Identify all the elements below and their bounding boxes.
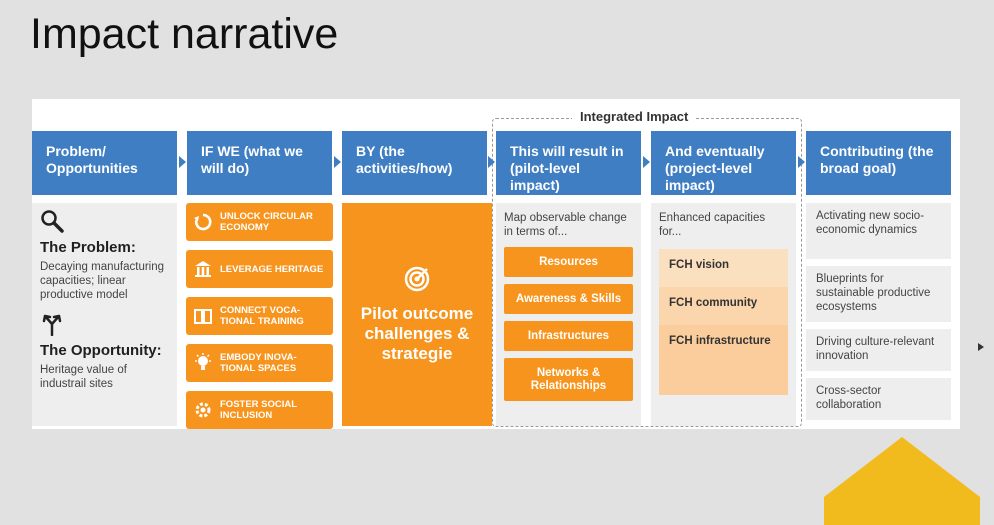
goal-item: Cross-sector collaboration xyxy=(806,378,951,420)
header-eventually: And eventually (project-level impact) xyxy=(651,131,796,195)
arrow-icon xyxy=(798,156,805,168)
goal-item: Activating new socio-economic dynamics xyxy=(806,203,951,259)
goal-item: Driving culture-relevant innovation xyxy=(806,329,951,371)
result-item: Networks & Relationships xyxy=(504,358,633,401)
opportunity-text: Heritage value of industrail sites xyxy=(40,364,127,390)
opportunity-title: The Opportunity: xyxy=(40,342,162,359)
action-item: CONNECT VOCA- TIONAL TRAINING xyxy=(186,297,333,335)
pilot-impact-panel: Map observable change in terms of... Res… xyxy=(496,203,641,426)
action-list: UNLOCK CIRCULAR ECONOMY LEVERAGE HERITAG… xyxy=(186,203,333,438)
problem-panel: The Problem: Decaying manufacturing capa… xyxy=(32,203,177,426)
book-icon xyxy=(192,305,214,327)
header-problem: Problem/ Opportunities xyxy=(32,131,177,195)
target-icon xyxy=(403,265,431,298)
fch-item: FCH infrastructure xyxy=(659,325,788,395)
result-intro: Map observable change in terms of... xyxy=(504,212,627,238)
action-item: LEVERAGE HERITAGE xyxy=(186,250,333,288)
decorative-pentagon xyxy=(824,437,980,525)
header-if-we: IF WE (what we will do) xyxy=(187,131,332,195)
pilot-text: Pilot outcome challenges & strategie xyxy=(360,304,474,363)
arrow-icon xyxy=(179,156,186,168)
integrated-impact-label: Integrated Impact xyxy=(572,109,697,124)
problem-title: The Problem: xyxy=(40,239,136,256)
project-impact-panel: Enhanced capacities for... FCH vision FC… xyxy=(651,203,796,426)
magnifier-icon xyxy=(40,209,66,235)
problem-text: Decaying manufacturing capacities; linea… xyxy=(40,261,165,301)
fch-item: FCH community xyxy=(659,287,788,325)
fch-list: FCH vision FCH community FCH infrastruct… xyxy=(659,249,788,395)
header-by: BY (the activities/how) xyxy=(342,131,487,195)
header-goal: Contributing (the broad goal) xyxy=(806,131,951,195)
action-item: FOSTER SOCIAL INCLUSION xyxy=(186,391,333,429)
pilot-panel: Pilot outcome challenges & strategie xyxy=(342,203,492,426)
header-result: This will result in (pilot-level impact) xyxy=(496,131,641,195)
action-item: UNLOCK CIRCULAR ECONOMY xyxy=(186,203,333,241)
result-item: Awareness & Skills xyxy=(504,284,633,314)
cursor-icon xyxy=(978,343,984,351)
lightbulb-icon xyxy=(192,352,214,374)
result-item: Resources xyxy=(504,247,633,277)
goal-item: Blueprints for sustainable productive ec… xyxy=(806,266,951,322)
page-title: Impact narrative xyxy=(30,10,339,58)
arrow-icon xyxy=(643,156,650,168)
building-icon xyxy=(192,258,214,280)
sprout-icon xyxy=(40,312,66,338)
recycle-icon xyxy=(192,211,214,233)
action-item: EMBODY INOVA- TIONAL SPACES xyxy=(186,344,333,382)
goal-list: Activating new socio-economic dynamics B… xyxy=(806,203,951,427)
eventually-intro: Enhanced capacities for... xyxy=(659,212,766,238)
arrow-icon xyxy=(488,156,495,168)
fch-item: FCH vision xyxy=(659,249,788,287)
arrow-icon xyxy=(334,156,341,168)
result-item: Infrastructures xyxy=(504,321,633,351)
impact-diagram: Integrated Impact Problem/ Opportunities… xyxy=(32,99,960,429)
gear-people-icon xyxy=(192,399,214,421)
